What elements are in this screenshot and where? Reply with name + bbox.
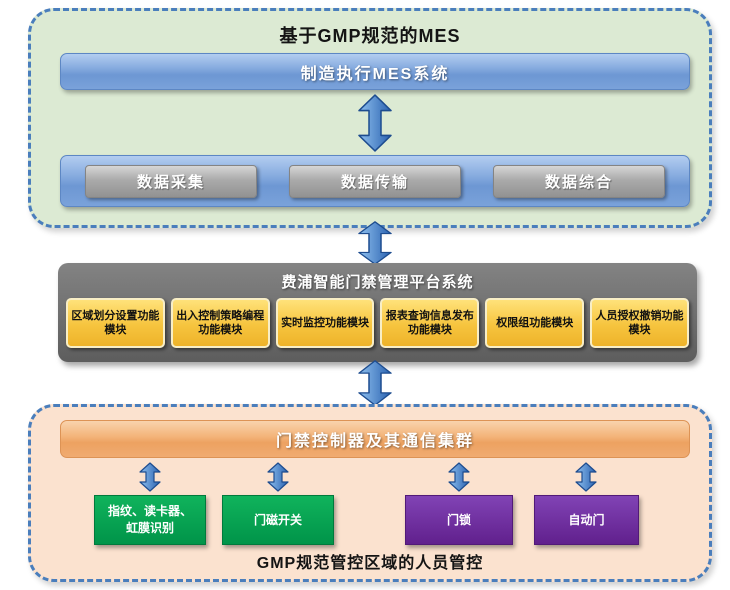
module-area-division: 区域划分设置功能模块: [66, 298, 165, 348]
double-arrow-icon: [358, 94, 392, 152]
mes-panel: 基于GMP规范的MES 制造执行MES系统 数据采集 数据传输 数据综合: [28, 8, 712, 228]
mes-panel-title: 基于GMP规范的MES: [279, 26, 461, 46]
module-authorization-revoke: 人员授权撤销功能模块: [590, 298, 689, 348]
up-down-arrow-icon: [267, 462, 289, 492]
module-access-strategy: 出入控制策略编程功能模块: [170, 298, 270, 348]
data-functions-bar: 数据采集 数据传输 数据综合: [60, 155, 690, 207]
device-door-lock: 门锁: [405, 495, 513, 545]
block-data-transmission: 数据传输: [289, 164, 461, 198]
controller-bar: 门禁控制器及其通信集群: [60, 420, 690, 458]
up-down-arrow-icon: [448, 462, 470, 492]
device-automatic-door: 自动门: [534, 495, 639, 545]
module-realtime-monitor: 实时监控功能模块: [275, 298, 375, 348]
personnel-panel-title: GMP规范管控区域的人员管控: [256, 555, 484, 572]
mes-system-bar: 制造执行MES系统: [60, 53, 690, 90]
up-down-arrow-icon: [139, 462, 161, 492]
block-data-collection: 数据采集: [85, 164, 257, 198]
access-platform-panel: 费浦智能门禁管理平台系统 区域划分设置功能模块 出入控制策略编程功能模块 实时监…: [58, 263, 697, 362]
device-door-magnetic-switch: 门磁开关: [222, 495, 334, 545]
block-data-integration: 数据综合: [493, 164, 665, 198]
double-arrow-icon: [358, 221, 392, 265]
up-down-arrow-icon: [575, 462, 597, 492]
personnel-panel: 门禁控制器及其通信集群 指纹、读卡器、虹膜识别 门磁开关: [28, 404, 712, 582]
device-fingerprint-reader: 指纹、读卡器、虹膜识别: [94, 495, 206, 545]
module-report-query: 报表查询信息发布功能模块: [380, 298, 480, 348]
double-arrow-icon: [358, 360, 392, 406]
module-permission-group: 权限组功能模块: [485, 298, 585, 348]
module-row: 区域划分设置功能模块 出入控制策略编程功能模块 实时监控功能模块 报表查询信息发…: [58, 292, 697, 348]
access-platform-title: 费浦智能门禁管理平台系统: [281, 274, 474, 291]
